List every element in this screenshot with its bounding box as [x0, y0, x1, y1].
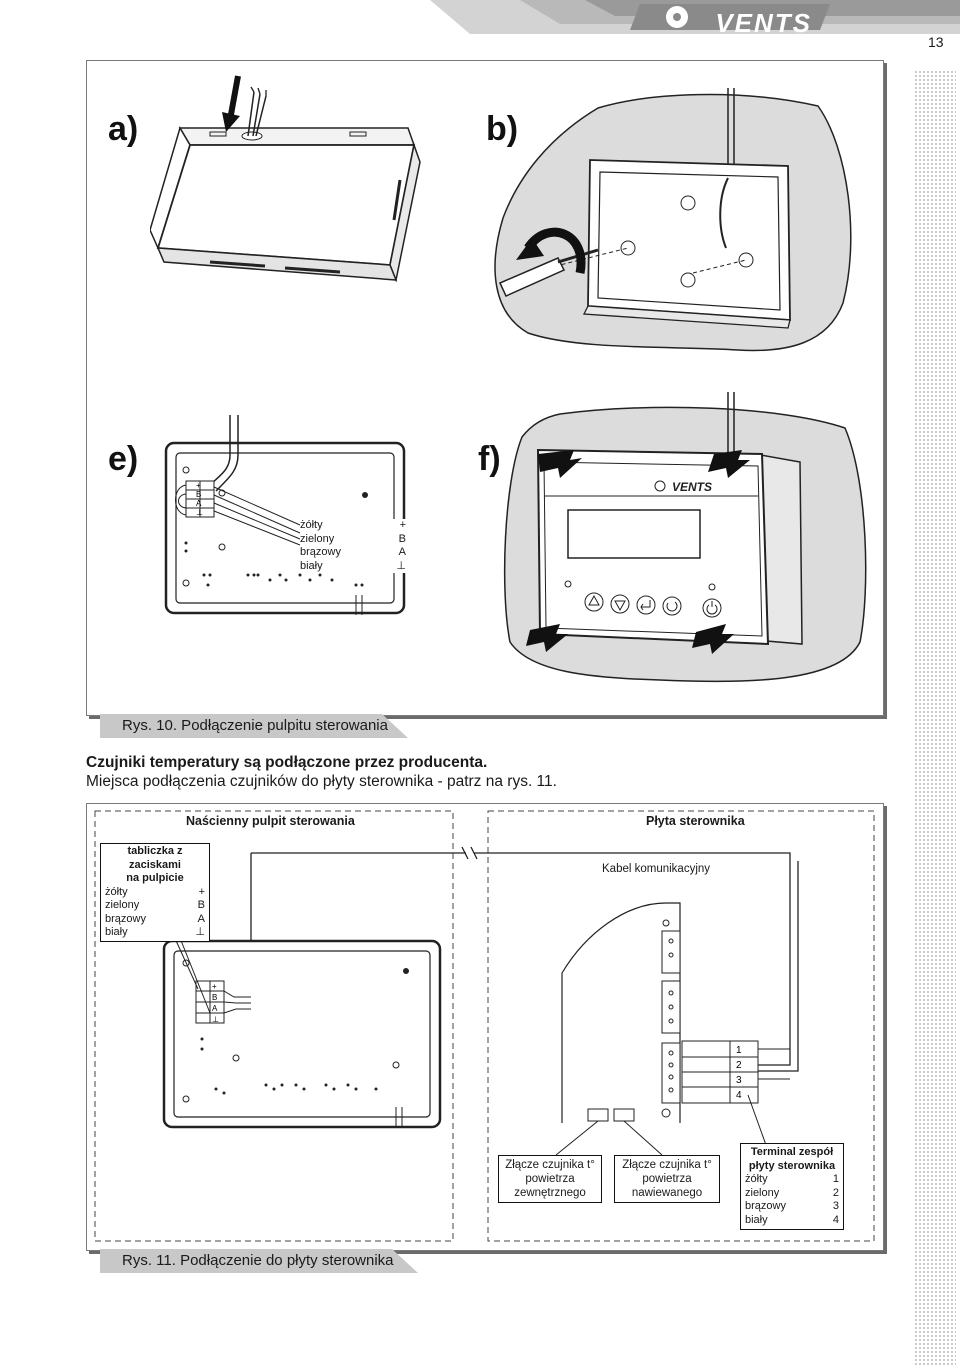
terminal-plate-legend: tabliczka z zaciskami na pulpicie żółty+… — [100, 843, 210, 942]
pulpit-title: Naścienny pulpit sterowania — [186, 814, 355, 828]
term-e-gnd: ⊥ — [196, 508, 203, 517]
header-band — [430, 0, 960, 34]
pulpit-term-b: B — [212, 993, 217, 1002]
illustration-b-wall-mount — [494, 88, 852, 352]
term-e-a: A — [196, 499, 202, 508]
label-f: f) — [478, 440, 501, 478]
fan-logo-small-icon — [654, 480, 666, 492]
figure-10-caption: Rys. 10. Podłączenie pulpitu sterowania — [100, 714, 408, 738]
illustration-a-back-cover — [150, 75, 421, 283]
board-terminal-1: 1 — [736, 1045, 742, 1056]
brand-logo: VENTS — [715, 8, 812, 38]
dotted-side-strip — [914, 70, 956, 1367]
figure-11-caption: Rys. 11. Podłączenie do płyty sterownika — [100, 1249, 418, 1273]
arrow-down-icon — [222, 112, 240, 132]
lcd-screen — [567, 509, 701, 559]
legend-row-white: biały⊥ — [300, 559, 406, 572]
note-sensor-location: Miejsca podłączenia czujników do płyty s… — [86, 773, 557, 790]
pulpit-term-plus: + — [212, 982, 217, 991]
up-button-icon — [584, 592, 604, 612]
back-button-icon — [662, 596, 682, 616]
down-button-icon — [610, 594, 630, 614]
rotate-arrow-icon — [524, 227, 586, 274]
arrow-icon-br — [692, 624, 734, 654]
illustration-e-inside-cover: + B A ⊥ — [164, 415, 406, 615]
label-b: b) — [486, 110, 519, 148]
term-e-b: B — [196, 490, 201, 499]
sensor-outdoor-connector-label: Złącze czujnika t° powietrza zewnętrzneg… — [498, 1155, 602, 1203]
label-e: e) — [108, 440, 139, 478]
term-e-plus: + — [196, 481, 201, 490]
page-number: 13 — [928, 34, 944, 50]
power-button-icon — [702, 598, 722, 618]
figure-11-diagram: 1 2 3 4 + B A ⊥ — [94, 810, 875, 1242]
arrow-icon-bl — [526, 624, 568, 652]
pulpit-term-gnd: ⊥ — [212, 1015, 219, 1024]
arrow-icon-tl — [538, 450, 582, 478]
cable-label: Kabel komunikacyjny — [602, 863, 711, 875]
brand-on-device: VENTS — [672, 480, 712, 494]
board-title: Płyta sterownika — [646, 814, 745, 828]
board-terminal-2: 2 — [736, 1060, 742, 1071]
label-a: a) — [108, 110, 139, 148]
board-terminal-3: 3 — [736, 1075, 742, 1086]
board-terminal-4: 4 — [736, 1090, 742, 1101]
note-sensors-connected: Czujniki temperatury są podłączone przez… — [86, 754, 488, 771]
illustration-f-assembled-controller: VENTS — [503, 392, 867, 683]
sensor-supply-connector-label: Złącze czujnika t° powietrza nawiewanego — [614, 1155, 720, 1203]
pulpit-term-a: A — [212, 1004, 218, 1013]
enter-button-icon — [636, 595, 656, 615]
legend-row-yellow: żółty+ — [300, 519, 406, 531]
arrow-icon-tr — [708, 450, 750, 478]
screwdriver-icon — [498, 257, 566, 297]
